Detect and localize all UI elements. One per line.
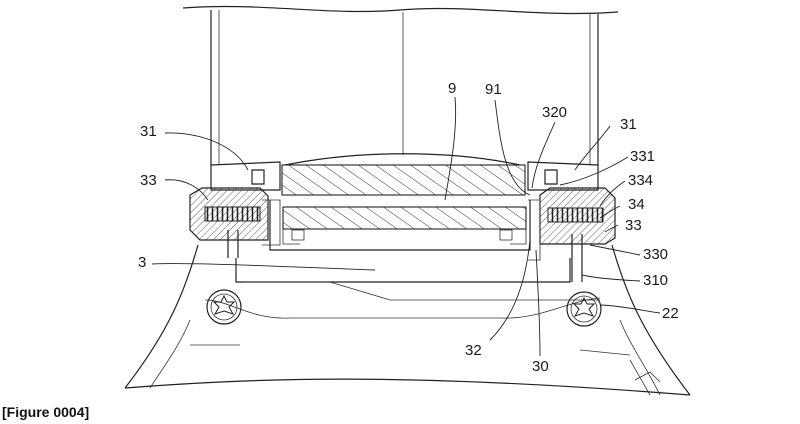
label-30: 30	[532, 358, 549, 375]
label-33-right: 33	[625, 217, 642, 234]
right-screw	[567, 292, 601, 326]
label-91: 91	[485, 81, 502, 98]
inner-plate	[270, 200, 530, 250]
patent-drawing: 9 91 320 31 31 331 33 334 34 33 330 3 31…	[0, 0, 800, 400]
figure-caption: [Figure 0004]	[2, 404, 89, 420]
label-32: 32	[465, 342, 482, 359]
label-22: 22	[662, 305, 679, 322]
case-body	[125, 245, 690, 395]
label-3: 3	[138, 254, 146, 271]
left-screw	[207, 290, 241, 324]
strap-top	[183, 6, 618, 165]
label-31-left: 31	[140, 123, 157, 140]
label-334: 334	[628, 172, 653, 189]
label-320: 320	[542, 104, 567, 121]
label-310: 310	[643, 272, 668, 289]
crystal	[282, 154, 525, 195]
right-lug	[528, 162, 615, 282]
left-lug	[190, 162, 280, 258]
label-330: 330	[643, 246, 668, 263]
label-331: 331	[630, 148, 655, 165]
label-31-right: 31	[620, 116, 637, 133]
label-34: 34	[628, 196, 645, 213]
label-9: 9	[448, 80, 456, 97]
label-33-left: 33	[140, 172, 157, 189]
